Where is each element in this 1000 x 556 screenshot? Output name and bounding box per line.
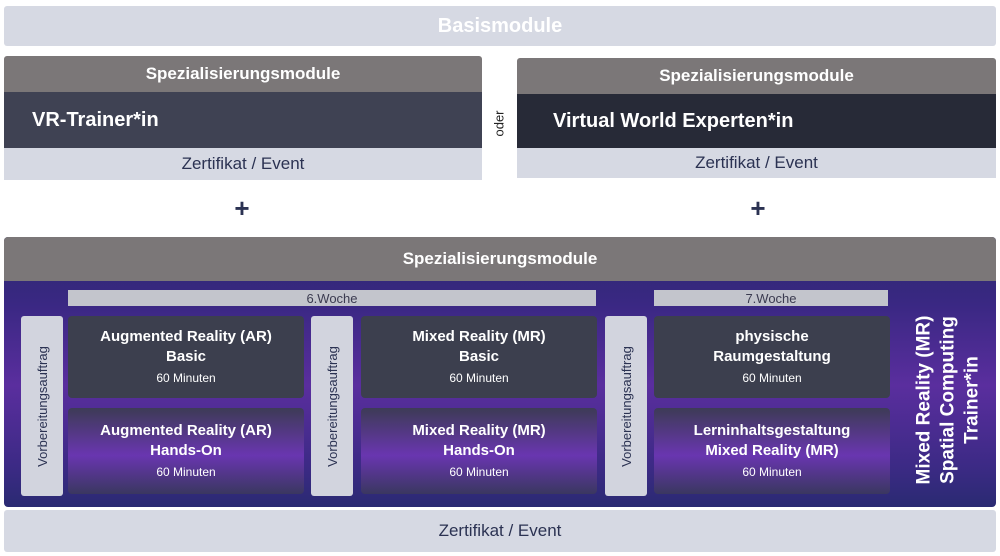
left-spec-heading: Spezialisierungsmodule xyxy=(4,56,482,92)
module-title: Basic xyxy=(165,348,207,365)
module-duration: 60 Minuten xyxy=(742,371,802,385)
prep-column-1: Vorbereitungsauftrag xyxy=(21,316,63,496)
module-ar-basic: Augmented Reality (AR) Basic 60 Minuten xyxy=(68,316,304,398)
week-7-bar: 7.Woche xyxy=(654,290,888,306)
final-certificate-bar: Zertifikat / Event xyxy=(4,510,996,552)
right-spec-heading: Spezialisierungsmodule xyxy=(517,58,996,94)
spatial-spec-heading: Spezialisierungsmodule xyxy=(4,237,996,281)
spatial-track-title: Mixed Reality (MR) Spatial Computing Tra… xyxy=(900,300,996,500)
prep-label-3: Vorbereitungsauftrag xyxy=(618,345,634,467)
prep-column-3: Vorbereitungsauftrag xyxy=(605,316,647,496)
plus-left: + xyxy=(234,192,250,223)
module-mr-hands-on: Mixed Reality (MR) Hands-On 60 Minuten xyxy=(361,408,597,494)
module-lerninhaltsgestaltung: Lerninhaltsgestaltung Mixed Reality (MR)… xyxy=(654,408,890,494)
week-6-bar: 6.Woche xyxy=(68,290,596,306)
vr-trainer-track: VR-Trainer*in xyxy=(4,92,482,148)
module-duration: 60 Minuten xyxy=(449,465,509,479)
side-title-line-3: Trainer*in xyxy=(961,356,983,444)
prep-label-2: Vorbereitungsauftrag xyxy=(324,345,340,467)
module-duration: 60 Minuten xyxy=(742,465,802,479)
module-title: Mixed Reality (MR) xyxy=(412,422,546,439)
module-duration: 60 Minuten xyxy=(449,371,509,385)
left-certificate: Zertifikat / Event xyxy=(4,148,482,180)
module-title: physische xyxy=(735,328,809,345)
oder-connector: oder xyxy=(484,94,514,152)
prep-column-2: Vorbereitungsauftrag xyxy=(311,316,353,496)
module-title: Lerninhaltsgestaltung xyxy=(693,422,851,439)
oder-label: oder xyxy=(491,109,507,137)
side-title-line-1: Mixed Reality (MR) xyxy=(913,315,935,485)
module-duration: 60 Minuten xyxy=(156,371,216,385)
prep-label-1: Vorbereitungsauftrag xyxy=(34,345,50,467)
module-title: Basic xyxy=(458,348,500,365)
module-title: Augmented Reality (AR) xyxy=(100,328,272,345)
module-mr-basic: Mixed Reality (MR) Basic 60 Minuten xyxy=(361,316,597,398)
module-title: Hands-On xyxy=(443,442,515,459)
right-certificate: Zertifikat / Event xyxy=(517,148,996,178)
module-title: Hands-On xyxy=(150,442,222,459)
basismodule-bar: Basismodule xyxy=(4,6,996,46)
module-title: Augmented Reality (AR) xyxy=(100,422,272,439)
virtual-world-track: Virtual World Experten*in xyxy=(517,94,996,148)
module-duration: 60 Minuten xyxy=(156,465,216,479)
module-raumgestaltung: physische Raumgestaltung 60 Minuten xyxy=(654,316,890,398)
plus-right: + xyxy=(750,192,766,223)
module-title: Mixed Reality (MR) xyxy=(412,328,546,345)
module-title: Raumgestaltung xyxy=(713,348,831,365)
module-ar-hands-on: Augmented Reality (AR) Hands-On 60 Minut… xyxy=(68,408,304,494)
module-title: Mixed Reality (MR) xyxy=(705,442,839,459)
side-title-line-2: Spatial Computing xyxy=(937,316,959,484)
